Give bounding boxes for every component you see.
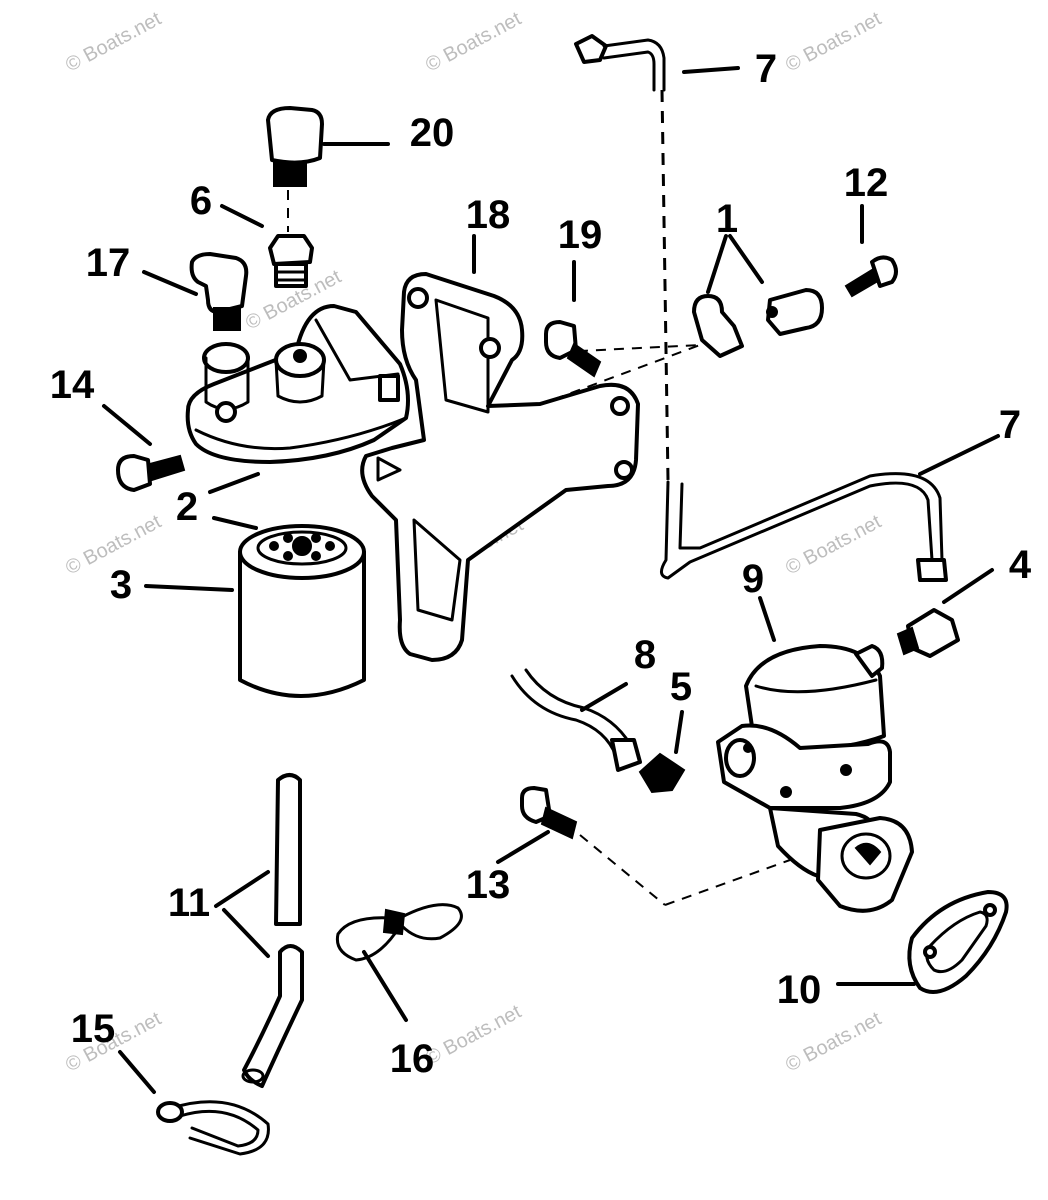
bolt-part-19 <box>544 320 602 378</box>
watermark: © Boats.net <box>782 8 885 77</box>
fuel-line-part-7-lower <box>660 472 948 582</box>
callout-9: 9 <box>742 557 764 601</box>
fitting-part-4 <box>896 608 960 658</box>
callout-15: 15 <box>71 1007 116 1051</box>
fitting-part-5 <box>638 752 686 794</box>
plug-part-20 <box>266 106 324 187</box>
callout-4: 4 <box>1009 543 1032 587</box>
screw-part-14 <box>116 454 186 492</box>
callout-5: 5 <box>670 665 692 709</box>
callout-6: 6 <box>190 179 212 223</box>
elbow-part-17 <box>189 252 249 331</box>
filter-part-3 <box>238 524 366 698</box>
assembly-lines <box>287 89 791 906</box>
clamp-part-1 <box>692 288 824 358</box>
callout-labels: 1 2 3 4 5 6 7 7 8 9 10 11 12 13 14 15 16… <box>50 47 1032 1081</box>
fitting-part-6 <box>268 234 314 288</box>
callout-7-upper: 7 <box>755 47 777 91</box>
callout-13: 13 <box>466 863 511 907</box>
watermark: © Boats.net <box>62 8 165 77</box>
callout-2: 2 <box>176 485 198 529</box>
callout-10: 10 <box>777 968 822 1012</box>
strap-part-16 <box>335 903 463 962</box>
watermark: © Boats.net <box>782 1008 885 1077</box>
callout-8: 8 <box>634 633 656 677</box>
screw-part-12 <box>844 255 898 298</box>
leader-lines <box>102 66 1000 1094</box>
hose-part-11 <box>241 773 304 1088</box>
bracket-part-18 <box>360 272 640 662</box>
watermark: © Boats.net <box>422 8 525 77</box>
callout-16: 16 <box>390 1037 435 1081</box>
callout-7-lower: 7 <box>999 403 1021 447</box>
filter-head-part-2 <box>185 304 410 464</box>
callout-19: 19 <box>558 213 603 257</box>
callout-18: 18 <box>466 193 511 237</box>
bolt-part-13 <box>520 786 578 840</box>
callout-17: 17 <box>86 241 131 285</box>
gasket-part-10 <box>907 890 1009 994</box>
callout-12: 12 <box>844 161 889 205</box>
callout-3: 3 <box>110 563 132 607</box>
callout-1: 1 <box>716 197 738 241</box>
fuel-line-part-7-upper <box>574 34 666 92</box>
callout-20: 20 <box>410 111 455 155</box>
callout-11: 11 <box>168 881 210 925</box>
watermark: © Boats.net <box>782 511 885 580</box>
clamp-part-15 <box>156 1100 270 1156</box>
fuel-pump-part-9 <box>716 644 914 913</box>
callout-14: 14 <box>50 363 95 407</box>
watermark: © Boats.net <box>422 1001 525 1070</box>
